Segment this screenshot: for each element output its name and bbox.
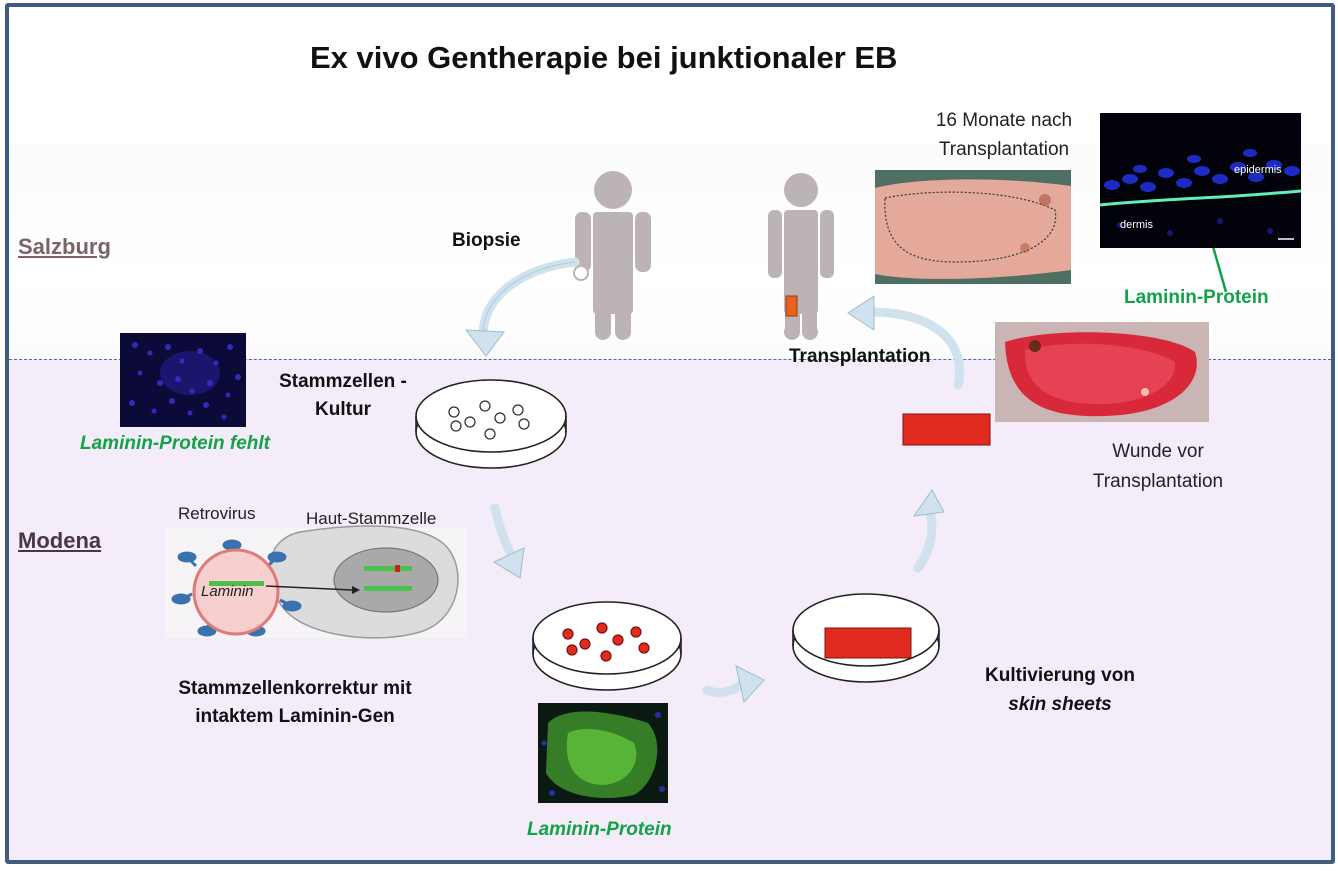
cell-colony-icon (562, 622, 650, 662)
stem-cell-panel (165, 525, 467, 639)
label-laminin-protein-top: Laminin-Protein (1124, 287, 1269, 308)
curved-arrow-icon (464, 257, 580, 357)
curved-arrow-icon (702, 665, 765, 704)
label-stammzellen-kultur-2: Kultur (315, 399, 371, 420)
label-epidermis: epidermis (1234, 164, 1282, 176)
label-stammzellen-kultur-1: Stammzellen - (279, 371, 407, 392)
label-kultivierung-2: skin sheets (1008, 694, 1112, 715)
site-divider (9, 359, 1331, 360)
biopsy-site-icon (573, 265, 589, 281)
label-monate-2: Transplantation (938, 139, 1070, 160)
label-laminin-fehlt: Laminin-Protein fehlt (80, 433, 270, 454)
curved-arrow-icon (490, 503, 525, 579)
skin-sheet-icon (824, 627, 912, 659)
label-dermis: dermis (1120, 219, 1154, 231)
nucleus-icon (333, 547, 439, 613)
site-label-salzburg: Salzburg (18, 234, 111, 259)
curved-arrow-icon (847, 295, 964, 390)
label-transplantation: Transplantation (789, 346, 931, 367)
label-korrektur-2: intaktem Laminin-Gen (195, 706, 395, 727)
cell-colony-icon (448, 400, 530, 440)
photo-healed-skin (875, 170, 1071, 284)
microscopy-laminin-missing (120, 333, 246, 427)
label-kultivierung-1: Kultivierung von (985, 665, 1135, 686)
skin-sheet-icon (902, 413, 991, 446)
site-label-modena: Modena (18, 528, 102, 553)
label-haut-stammzelle: Haut-Stammzelle (306, 509, 437, 528)
curved-arrow-icon (912, 489, 945, 573)
label-retrovirus: Retrovirus (178, 504, 256, 523)
label-laminin-protein-bottom: Laminin-Protein (527, 819, 672, 840)
label-monate-1: 16 Monate nach (935, 110, 1073, 131)
graft-site-icon (785, 295, 798, 317)
petri-dish-icon (415, 379, 567, 469)
label-laminin-gene: Laminin (201, 583, 254, 600)
label-wunde-2: Transplantation (1092, 471, 1224, 492)
microscopy-laminin-present (538, 703, 668, 803)
person-figure-icon (768, 173, 834, 340)
label-wunde-1: Wunde vor (1112, 441, 1204, 462)
label-biopsie: Biopsie (452, 230, 521, 251)
photo-wound (995, 322, 1209, 422)
label-korrektur-1: Stammzellenkorrektur mit (178, 678, 412, 699)
person-figure-icon (575, 171, 651, 340)
petri-dish-icon (532, 601, 682, 691)
microscopy-basement-membrane: epidermis dermis (1100, 113, 1301, 248)
diagram-title: Ex vivo Gentherapie bei junktionaler EB (310, 40, 898, 75)
